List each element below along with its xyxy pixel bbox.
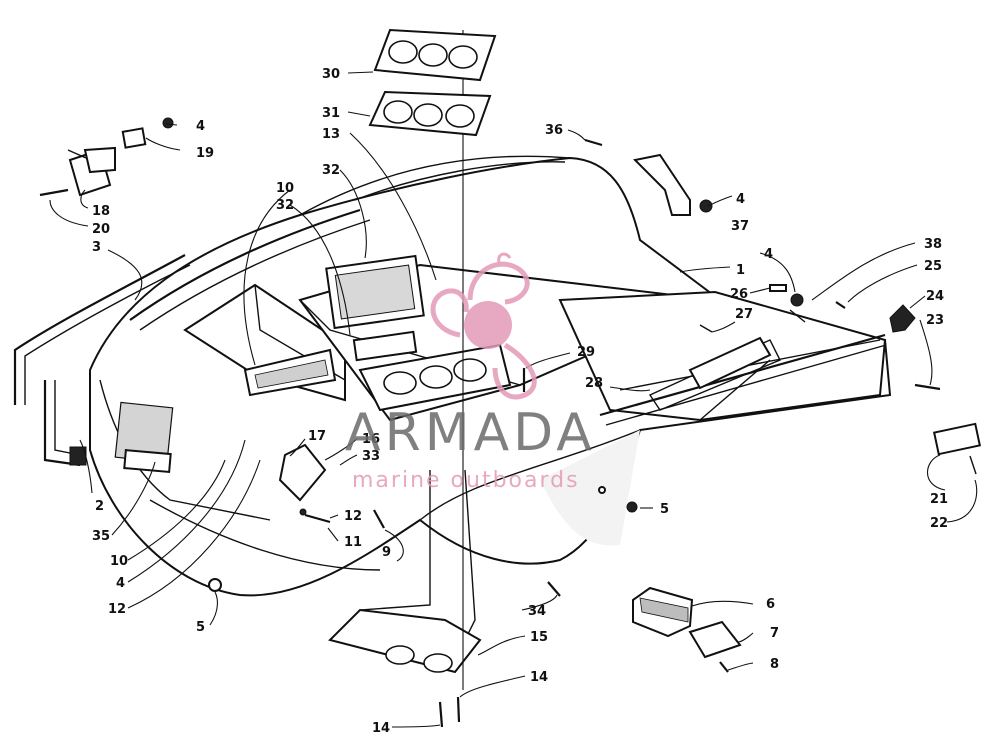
callout-13: 13 — [322, 127, 340, 142]
gauge-plates — [368, 28, 497, 137]
callout-labels: 30 31 13 32 10 32 4 19 18 20 3 36 4 37 1… — [92, 67, 948, 736]
callout-8: 8 — [770, 657, 779, 672]
callout-7: 7 — [770, 626, 779, 641]
callout-38: 38 — [924, 237, 942, 252]
callout-27: 27 — [735, 307, 753, 322]
callout-20: 20 — [92, 222, 110, 237]
watermark-tagline: marine outboards — [352, 468, 580, 493]
callout-31: 31 — [322, 106, 340, 121]
callout-17: 17 — [308, 429, 326, 444]
callout-12: 12 — [108, 602, 126, 617]
callout-12: 12 — [344, 509, 362, 524]
callout-5: 5 — [196, 620, 205, 635]
callout-35: 35 — [92, 529, 110, 544]
callout-4: 4 — [196, 119, 205, 134]
callout-6: 6 — [766, 597, 775, 612]
callout-10: 10 — [276, 181, 294, 196]
callout-30: 30 — [322, 67, 340, 82]
callout-15: 15 — [530, 630, 548, 645]
callout-25: 25 — [924, 259, 942, 274]
callout-9: 9 — [382, 545, 391, 560]
callout-18: 18 — [92, 204, 110, 219]
callout-32: 32 — [322, 163, 340, 178]
callout-2: 2 — [95, 499, 104, 514]
callout-22: 22 — [930, 516, 948, 531]
callout-4: 4 — [764, 247, 773, 262]
callout-24: 24 — [926, 289, 944, 304]
hood-assembly — [13, 155, 892, 597]
callout-29: 29 — [577, 345, 595, 360]
callout-32: 32 — [276, 198, 294, 213]
callout-33: 33 — [362, 449, 380, 464]
callout-4: 4 — [736, 192, 745, 207]
armada-logo — [430, 252, 537, 400]
callout-23: 23 — [926, 313, 944, 328]
callout-37: 37 — [731, 219, 749, 234]
callout-21: 21 — [930, 492, 948, 507]
armada-watermark: ARMADA marine outboards — [345, 252, 596, 493]
leader-lines — [49, 71, 978, 728]
callout-3: 3 — [92, 240, 101, 255]
callout-34: 34 — [528, 604, 546, 619]
callout-16: 16 — [362, 432, 380, 447]
callout-19: 19 — [196, 146, 214, 161]
callout-1: 1 — [736, 263, 745, 278]
callout-26: 26 — [730, 287, 748, 302]
callout-36: 36 — [545, 123, 563, 138]
callout-28: 28 — [585, 376, 603, 391]
hardware — [39, 117, 982, 728]
callout-4: 4 — [116, 576, 125, 591]
mounting-plate — [328, 30, 482, 690]
watermark-brand: ARMADA — [345, 403, 596, 463]
callout-14: 14 — [372, 721, 390, 736]
callout-10: 10 — [110, 554, 128, 569]
callout-11: 11 — [344, 535, 362, 550]
callout-5: 5 — [660, 502, 669, 517]
callout-14: 14 — [530, 670, 548, 685]
